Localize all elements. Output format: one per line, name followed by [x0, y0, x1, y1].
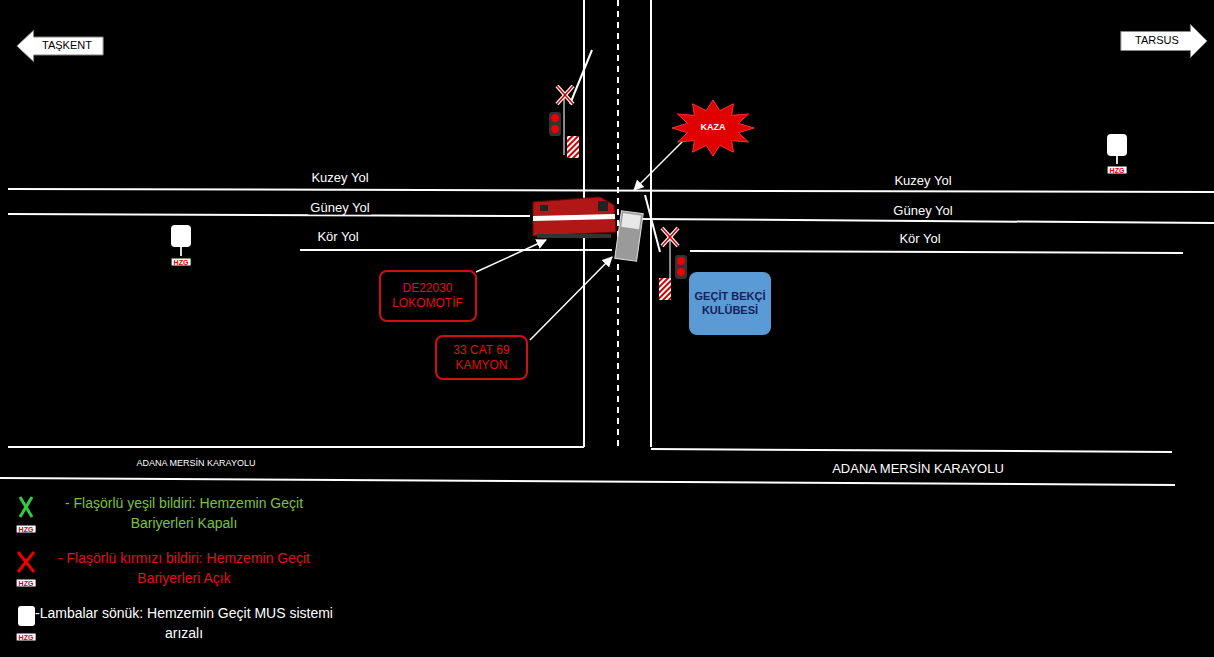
truck: [615, 211, 643, 262]
callout-box: GEÇİT BEKÇİ KULÜBESİ: [689, 272, 771, 335]
rail-lines: [8, 189, 1214, 253]
track-name: Kuzey Yol: [892, 173, 953, 188]
direction-arrow: TAŞKENT: [16, 30, 104, 62]
callout-box: DE22030 LOKOMOTİF: [379, 270, 477, 322]
locomotive: [533, 197, 616, 238]
highway-lines: [0, 447, 1175, 485]
node-text: TAŞKENT: [42, 39, 92, 53]
signal-tag: HZG: [172, 259, 191, 266]
signal-left: [549, 50, 592, 158]
node-text: TARSUS: [1135, 34, 1179, 48]
road-name: ADANA MERSİN KARAYOLU: [135, 458, 258, 468]
legend-text: -Lambalar sönük: Hemzemin Geçit MUS sist…: [34, 603, 334, 644]
leader-line: [530, 257, 612, 340]
callout-box: 33 CAT 69 KAMYON: [435, 335, 528, 380]
legend-text: - Flaşörlü kırmızı bildiri: Hemzemin Geç…: [34, 548, 334, 589]
node-text: KAZA: [701, 122, 726, 133]
leader-line: [476, 240, 546, 272]
road-name: ADANA MERSİN KARAYOLU: [830, 461, 1006, 476]
hzg-signal: [171, 134, 1127, 256]
legend-text: - Flaşörlü yeşil bildiri: Hemzemin Geçit…: [34, 493, 334, 534]
track-name: Kör Yol: [897, 231, 942, 246]
track-name: Güney Yol: [891, 203, 954, 218]
leader-lines: [476, 140, 684, 340]
legend-symbols: [18, 497, 35, 626]
track-name: Kör Yol: [315, 229, 360, 244]
track-name: Güney Yol: [308, 200, 371, 215]
direction-arrow: TARSUS: [1120, 24, 1208, 58]
signal-tag: HZG: [17, 634, 36, 641]
track-name: Kuzey Yol: [309, 170, 370, 185]
node-text: 33 CAT 69 KAMYON: [447, 343, 517, 373]
node-text: DE22030 LOKOMOTİF: [386, 281, 470, 311]
crash-burst: KAZA: [672, 100, 754, 156]
signal-tag: HZG: [17, 526, 36, 533]
node-text: GEÇİT BEKÇİ KULÜBESİ: [694, 290, 766, 318]
signal-tag: HZG: [1108, 167, 1127, 174]
signal-tag: HZG: [17, 580, 36, 587]
signal-right: [645, 195, 687, 300]
leader-line: [634, 140, 684, 190]
